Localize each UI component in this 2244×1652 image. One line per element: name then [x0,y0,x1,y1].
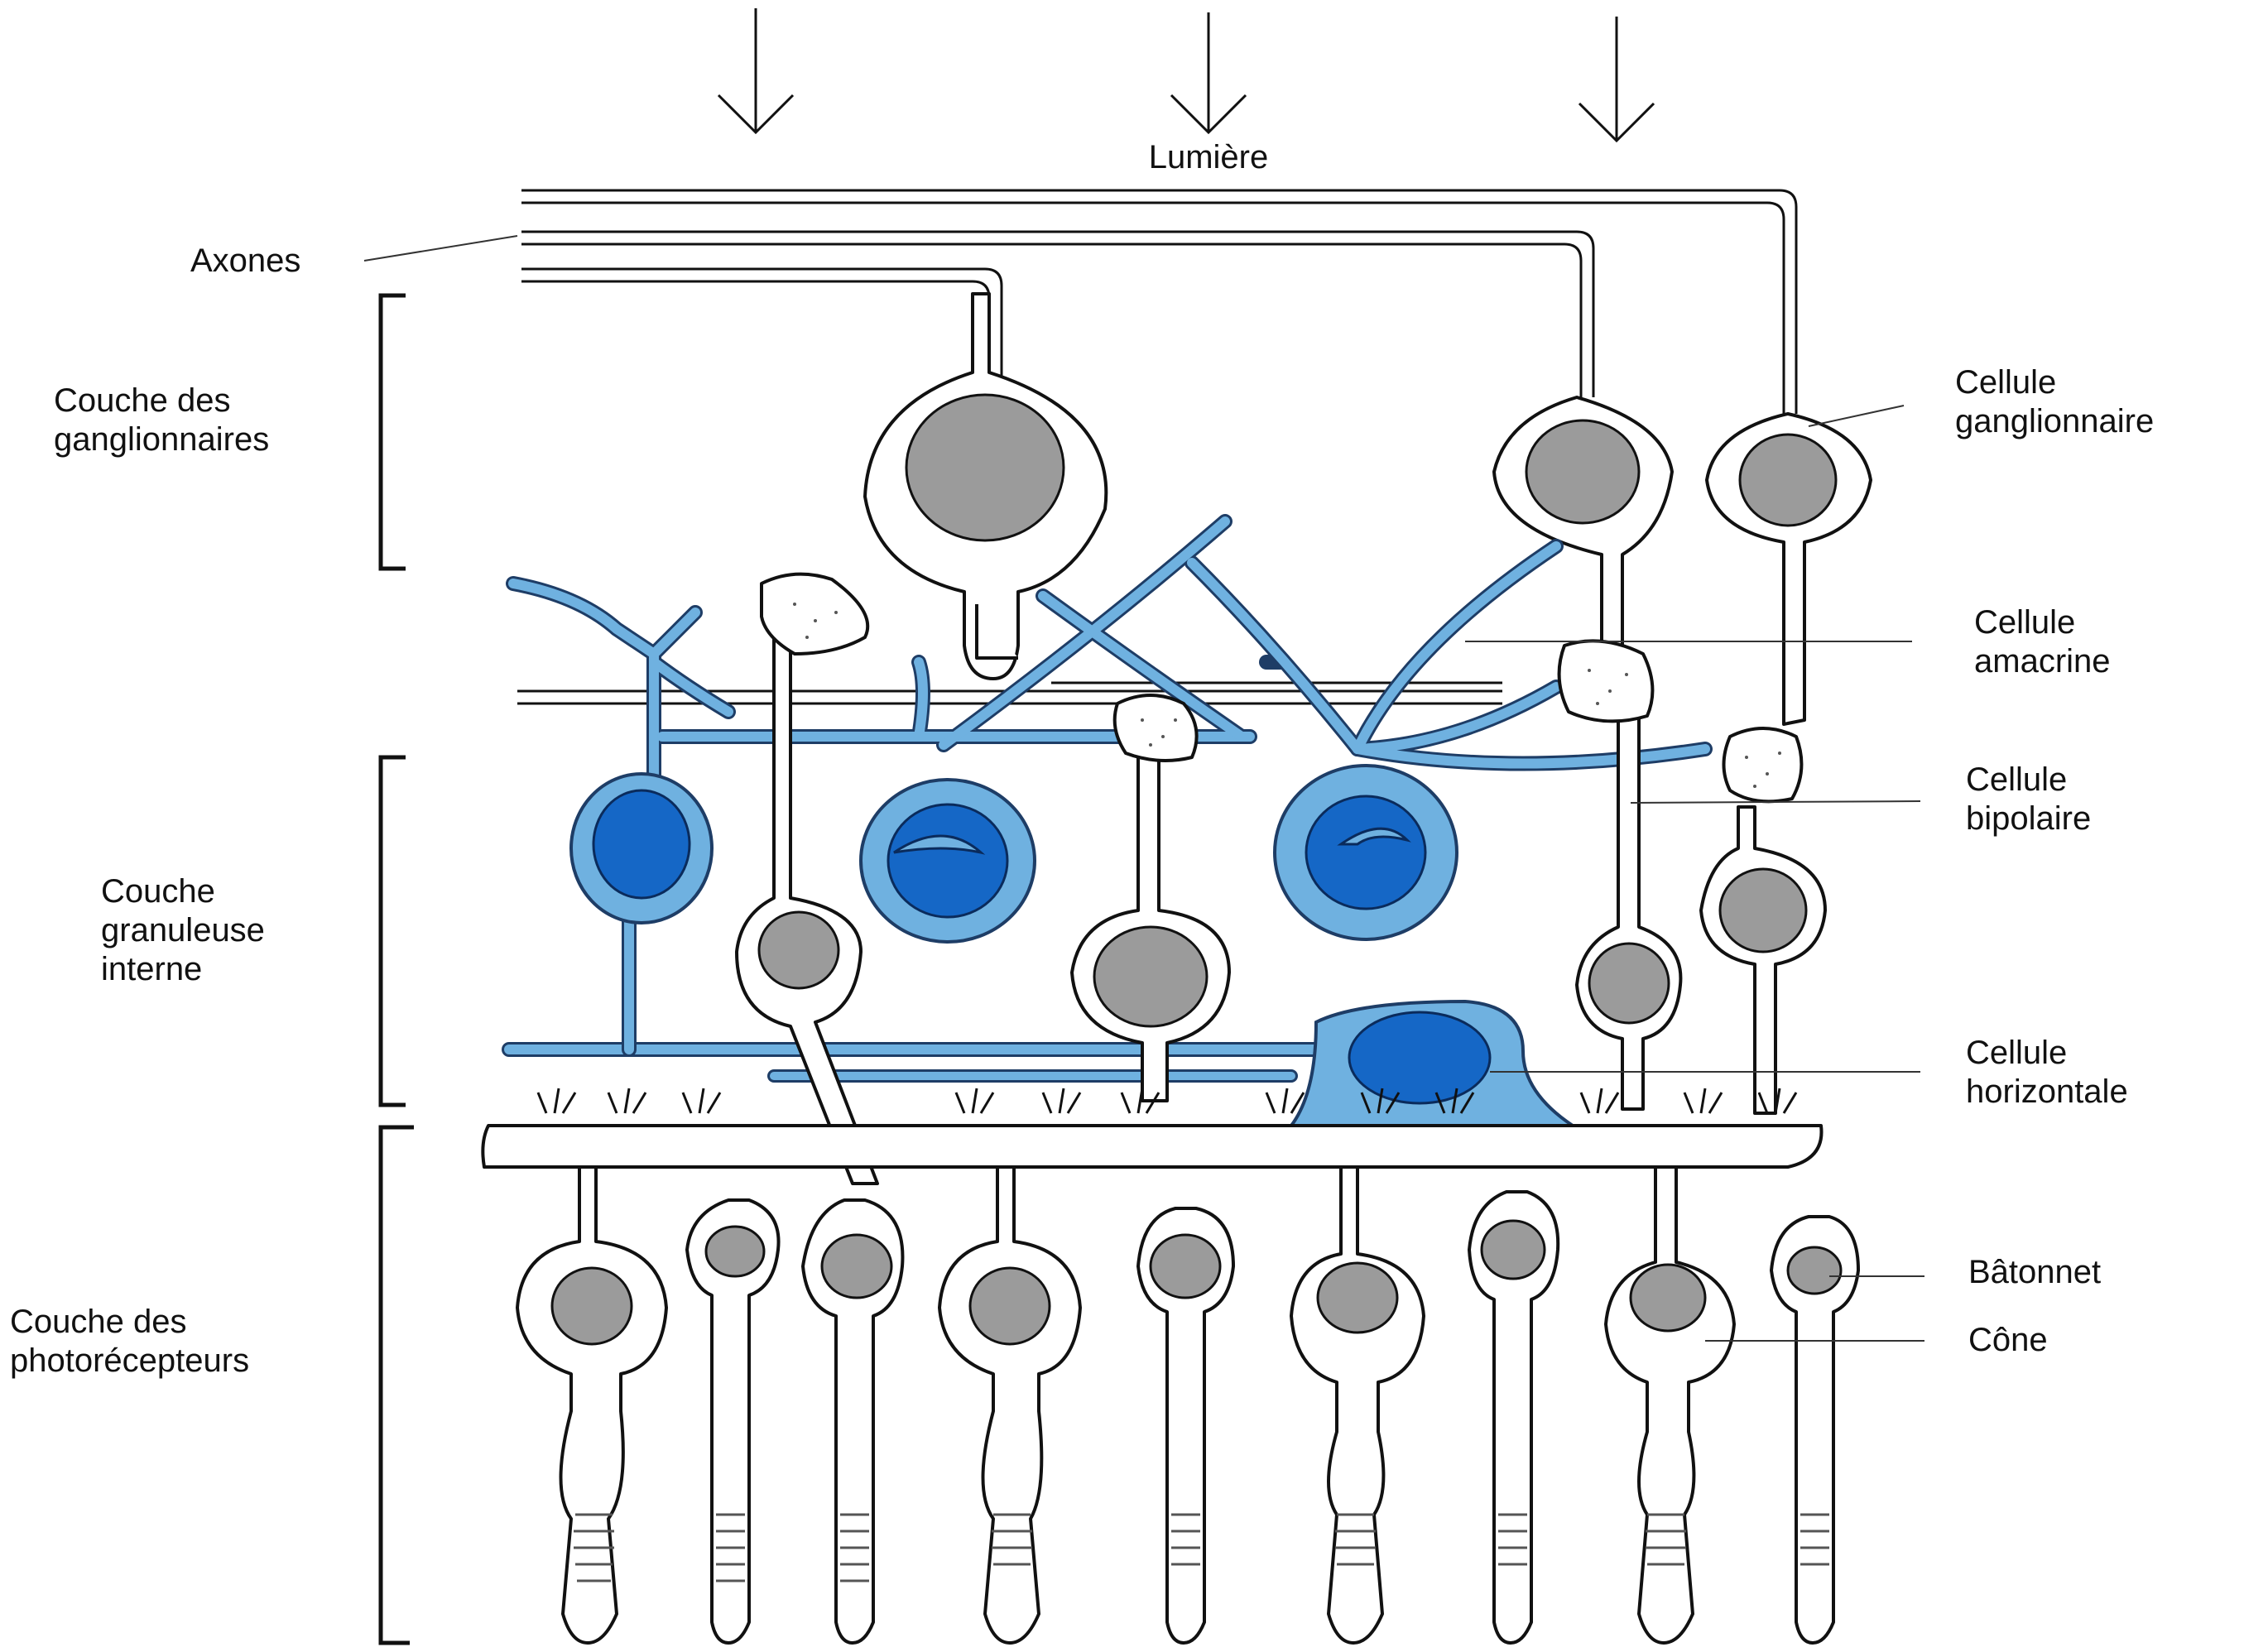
svg-text:Cône: Cône [1968,1322,2048,1358]
nucleus [592,789,691,900]
nucleus [1525,419,1641,525]
nucleus [704,1225,766,1278]
nucleus [1316,1261,1399,1334]
cell-label-cone: Cône [1705,1322,2048,1358]
nucleus [1718,867,1808,953]
layer-label-ganglion: Couche des ganglionnaires [54,382,269,458]
light-arrow-left [717,8,795,135]
axones-label: Axones [190,243,300,279]
nucleus [1738,433,1838,527]
svg-text:Cellule horizontale: Cellule horizontale [1966,1035,2128,1110]
light-arrows [717,8,1655,143]
ganglion-cell-right [1705,412,1872,726]
nucleus [1093,925,1208,1028]
horizontal-cell [1288,999,1578,1127]
rod-1 [685,1198,781,1645]
amacrine-cell-4 [1722,727,1804,804]
rod-3 [1136,1207,1235,1645]
nucleus [887,803,1009,919]
light-label: Lumière [1149,139,1269,175]
axon-bundle [521,189,1798,414]
white-bipolar-cell-2 [1070,735,1231,1102]
nucleus [1629,1263,1707,1333]
nucleus [550,1266,633,1346]
white-bipolar-cells [735,636,1827,1185]
stipple [793,603,1781,788]
horizontal-processes [502,903,1332,1083]
cell-label-rod: Bâtonnet [1829,1254,2101,1290]
nucleus [1149,1233,1222,1299]
cone-3 [1290,1165,1425,1645]
axones-leader [363,235,518,262]
outer-plexiform-band [481,1124,1824,1169]
layer-brackets [378,293,414,1645]
nucleus [1786,1246,1843,1295]
cell-label-bipolar: Cellule bipolaire [1630,761,2091,837]
light-arrow-center [1170,12,1247,135]
outer-segment-stripes [574,1513,1829,1582]
svg-text:Cellule amacrine: Cellule amacrine [1974,604,2111,680]
blue-bipolar-cell-1 [569,772,714,924]
rod-5 [1770,1215,1860,1645]
nucleus [1480,1219,1546,1280]
nucleus [1348,1011,1492,1105]
ganglion-cells [863,292,1872,726]
bracket-inner-nuclear [378,755,406,1107]
white-bipolar-cell-3 [1575,694,1683,1111]
blue-bipolar-cells [569,764,1458,944]
photoreceptors [516,1165,1860,1645]
ganglion-cell-large [863,292,1108,680]
svg-text:Bâtonnet: Bâtonnet [1968,1254,2101,1290]
light-arrow-right [1578,17,1655,143]
bracket-photoreceptor [378,1125,414,1645]
blue-bipolar-cell-3 [1273,764,1458,941]
nucleus [1588,942,1670,1025]
nucleus [905,393,1065,542]
amacrine-cell-1 [760,572,870,656]
svg-text:Cellule bipolaire: Cellule bipolaire [1966,761,2091,837]
cone-2 [938,1165,1082,1645]
blue-bipolar-cell-2 [859,778,1036,944]
nucleus [757,910,840,990]
nucleus [968,1266,1051,1346]
cell-label-horizontal: Cellule horizontale [1490,1035,2128,1110]
blue-dendrites-fill [508,516,1710,800]
svg-text:Cellule ganglionnaire: Cellule ganglionnaire [1955,364,2154,439]
ganglion-cell-middle [1492,396,1674,664]
amacrine-cell-3 [1557,639,1655,723]
white-bipolar-cell-4 [1699,805,1827,1115]
cell-label-amacrine: Cellule amacrine [1465,604,2111,680]
white-bipolar-cell-1 [735,636,879,1185]
layer-label-inner-nuclear: Couche granuleuse interne [101,873,274,987]
nucleus [820,1233,893,1299]
amacrine-cell-2 [1112,694,1199,762]
nucleus [1305,795,1427,910]
layer-label-photoreceptor: Couche des photorécepteurs [10,1304,249,1379]
rod-4 [1468,1190,1560,1645]
synaptic-tufts [536,1088,1798,1114]
bracket-ganglion [378,293,406,571]
cone-1 [516,1165,668,1645]
cone-4 [1604,1165,1736,1645]
amacrine-cells [760,572,1804,804]
rod-2 [801,1198,905,1645]
cell-label-ganglion: Cellule ganglionnaire [1808,364,2154,439]
